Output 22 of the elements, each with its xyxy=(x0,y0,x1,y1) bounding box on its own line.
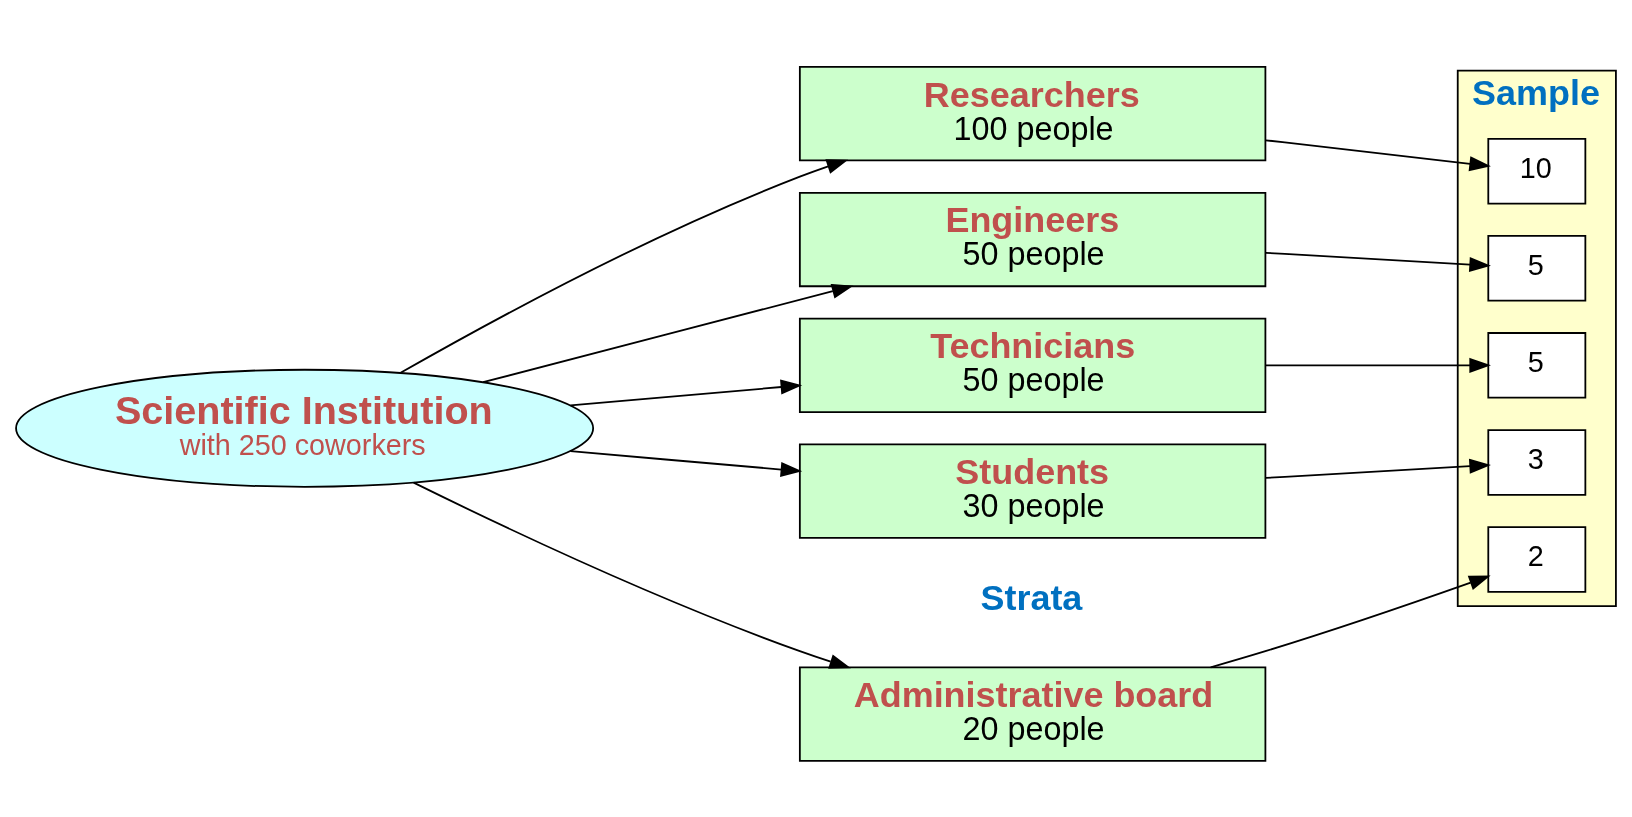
arrow xyxy=(1264,251,1491,273)
node-box: Technicians 50 people xyxy=(798,317,1267,413)
arrow xyxy=(399,159,849,374)
arrow xyxy=(482,283,854,384)
node-box: Administrative board 20 people xyxy=(798,666,1267,762)
node-box: 2 xyxy=(1487,526,1587,593)
arrow xyxy=(569,379,803,407)
label: Strata xyxy=(980,576,1083,618)
node-ellipse: Scientific Institution with 250 coworkers xyxy=(15,368,595,488)
arrow xyxy=(412,481,851,669)
node-box: Students 30 people xyxy=(798,443,1267,539)
node-box: Researchers 100 people xyxy=(798,66,1267,162)
arrow xyxy=(1264,458,1491,479)
arrow xyxy=(1264,139,1491,172)
node-box: 10 xyxy=(1487,138,1587,205)
arrow xyxy=(569,450,803,477)
node-box: 5 xyxy=(1487,332,1587,399)
node-box: 5 xyxy=(1487,235,1587,302)
node-box: Engineers 50 people xyxy=(798,191,1267,288)
arrow xyxy=(1264,357,1491,373)
node-box: 3 xyxy=(1487,429,1587,496)
arrow xyxy=(1209,575,1491,669)
